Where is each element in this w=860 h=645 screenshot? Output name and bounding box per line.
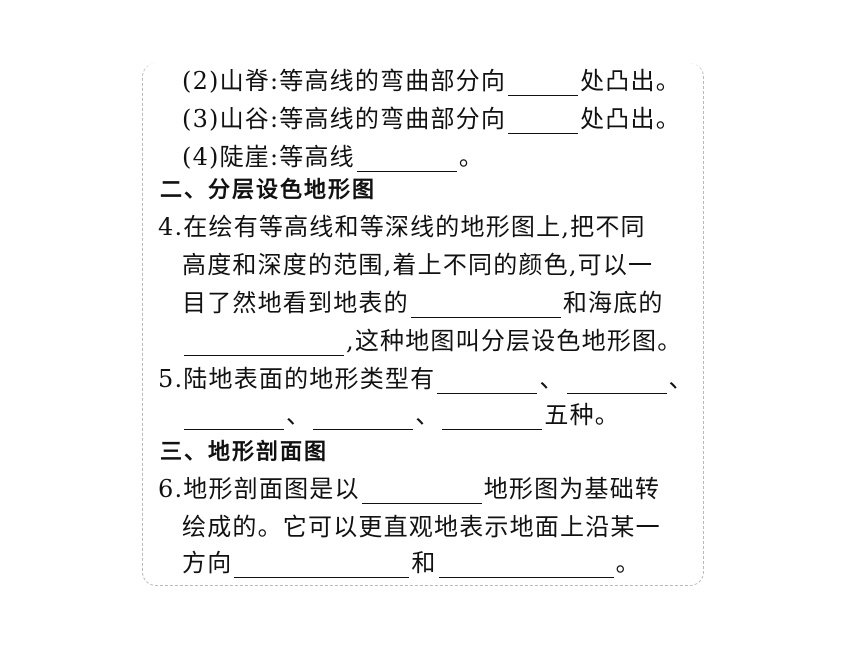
- blank-landform-5[interactable]: [442, 405, 543, 430]
- item-cliff-suffix: 。: [458, 143, 485, 171]
- question-6-end: 。: [615, 549, 641, 577]
- separator: 、: [539, 365, 565, 393]
- separator: 、: [415, 401, 441, 429]
- blank-landform-1[interactable]: [437, 369, 538, 394]
- question-4-line-3-suffix: 和海底的: [562, 289, 664, 317]
- question-5-text: 5.陆地表面的地形类型有: [158, 365, 436, 393]
- question-5-line-1: 5.陆地表面的地形类型有 、 、: [158, 364, 694, 394]
- item-ridge: (2)山脊:等高线的弯曲部分向 处凸出。: [182, 66, 681, 96]
- separator: 、: [286, 401, 312, 429]
- question-6-conjunction: 和: [411, 549, 437, 577]
- blank-profile-2[interactable]: [438, 553, 614, 578]
- question-4-line-2: 高度和深度的范围,着上不同的颜色,可以一: [182, 251, 654, 279]
- item-cliff-text: (4)陡崖:等高线: [182, 143, 355, 171]
- blank-profile-1[interactable]: [234, 553, 410, 578]
- blank-landform-4[interactable]: [313, 405, 414, 430]
- item-ridge-text: (2)山脊:等高线的弯曲部分向: [182, 67, 507, 95]
- worksheet-border: [142, 63, 704, 586]
- question-4-line-4-text: ,这种地图叫分层设色地形图。: [346, 327, 683, 355]
- question-5-suffix: 五种。: [544, 401, 621, 429]
- blank-landform-2[interactable]: [566, 369, 667, 394]
- question-5-line-2: 、 、 五种。: [182, 400, 620, 430]
- question-6-line-1-suffix: 地形图为基础转: [483, 475, 661, 503]
- blank-ridge[interactable]: [508, 71, 579, 96]
- section-layered-tint-map-heading: 二、分层设色地形图: [160, 178, 377, 203]
- item-valley: (3)山谷:等高线的弯曲部分向 处凸出。: [182, 104, 681, 134]
- question-6-line-1: 6.地形剖面图是以 地形图为基础转: [158, 474, 660, 504]
- question-6-line-3-text: 方向: [182, 549, 233, 577]
- item-valley-suffix: 处凸出。: [580, 105, 681, 133]
- separator: 、: [668, 365, 694, 393]
- blank-sea-floor[interactable]: [184, 331, 344, 356]
- question-6-line-3: 方向 和 。: [182, 548, 641, 578]
- item-valley-text: (3)山谷:等高线的弯曲部分向: [182, 105, 507, 133]
- question-4-line-3-text: 目了然地看到地表的: [182, 289, 409, 317]
- question-6-line-2: 绘成的。它可以更直观地表示地面上沿某一: [182, 513, 661, 541]
- item-cliff: (4)陡崖:等高线 。: [182, 142, 484, 172]
- blank-cliff[interactable]: [356, 147, 457, 172]
- blank-landform-3[interactable]: [184, 405, 284, 430]
- blank-valley[interactable]: [508, 109, 579, 134]
- blank-contour-type[interactable]: [361, 479, 482, 504]
- question-6-text: 6.地形剖面图是以: [158, 475, 360, 503]
- item-ridge-suffix: 处凸出。: [580, 67, 681, 95]
- question-4-line-4: ,这种地图叫分层设色地形图。: [182, 326, 682, 356]
- question-4-line-1: 4.在绘有等高线和等深线的地形图上,把不同: [158, 213, 646, 241]
- blank-land-surface[interactable]: [410, 293, 561, 318]
- section-terrain-profile-heading: 三、地形剖面图: [160, 440, 329, 465]
- question-4-line-3: 目了然地看到地表的 和海底的: [182, 288, 664, 318]
